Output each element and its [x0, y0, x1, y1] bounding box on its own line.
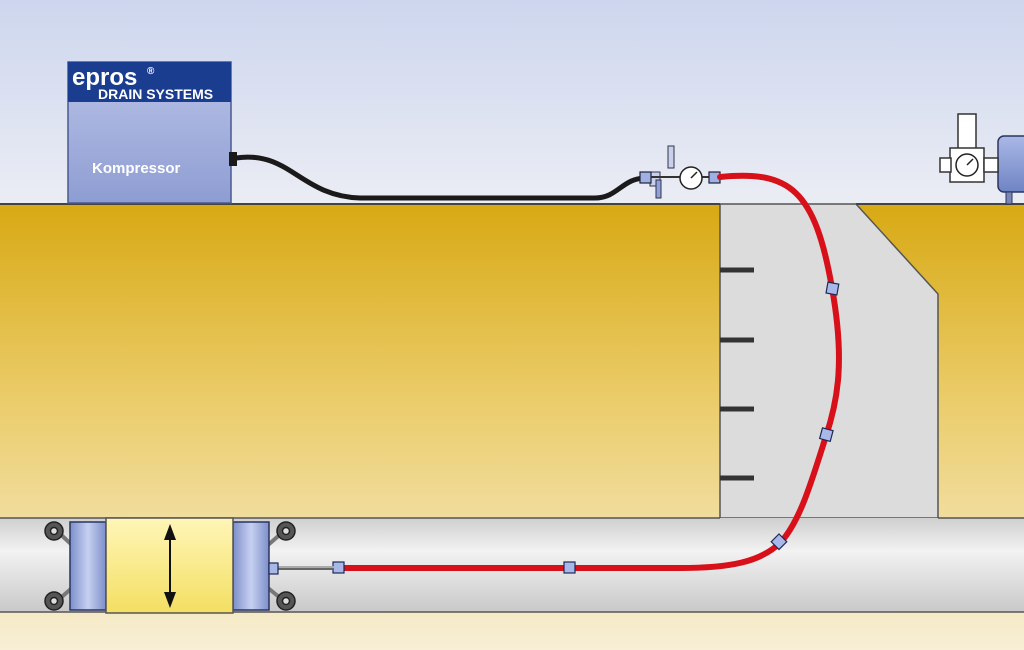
- valve-stem: [667, 145, 675, 169]
- brand-panel: [68, 62, 231, 102]
- unit-tower: [957, 113, 977, 151]
- unit-fitting-right: [983, 157, 999, 173]
- hose-coupling: [563, 561, 576, 574]
- unit-stand: [1005, 191, 1013, 205]
- right-pressure-unit: [939, 113, 1024, 205]
- hose-couplings: [332, 281, 840, 574]
- valve-drain: [655, 179, 662, 199]
- packer-cap-right: [232, 521, 270, 611]
- air-hose: [233, 154, 649, 201]
- packer-cap-left: [69, 521, 107, 611]
- hose-coupling: [825, 281, 840, 296]
- pressure-hose: [337, 172, 842, 571]
- gauge-needle: [690, 171, 698, 179]
- compressor-label: Kompressor: [92, 160, 181, 177]
- pressure-vessel: [997, 135, 1024, 193]
- unit-fitting-left: [939, 157, 952, 173]
- repair-packer: [44, 517, 296, 614]
- compressor-unit: epros ® DRAIN SYSTEMS Kompressor: [67, 61, 237, 204]
- packer-inlet: [268, 562, 279, 575]
- excavation-pit: [719, 203, 939, 519]
- hose-coupling: [770, 533, 788, 551]
- double-arrow-icon: [164, 524, 176, 608]
- brand-tagline: DRAIN SYSTEMS: [98, 86, 213, 102]
- hose-coupling: [332, 561, 345, 574]
- hose-coupling: [818, 427, 834, 443]
- valve-connector: [639, 171, 652, 184]
- compressor-outlet: [229, 152, 237, 166]
- gauge-needle: [966, 158, 974, 166]
- brand-name: epros: [72, 64, 137, 91]
- brand-mark: ®: [147, 66, 155, 77]
- ladder-rungs: [720, 267, 754, 481]
- packer-wheels: [44, 521, 296, 611]
